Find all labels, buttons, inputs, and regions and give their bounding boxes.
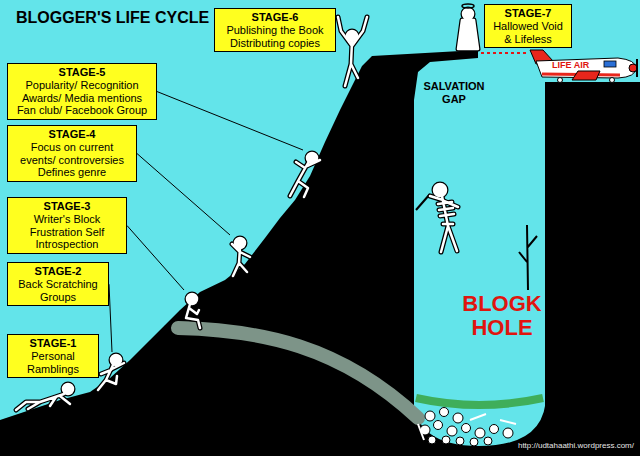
plane-wheel xyxy=(558,78,563,83)
skull xyxy=(453,413,463,423)
stage-box: STAGE-4Focus on current events/ controve… xyxy=(7,125,137,182)
skull xyxy=(425,411,435,421)
right-cliff xyxy=(545,82,640,456)
stage-box: STAGE-5Popularity/ Recognition Awards/ M… xyxy=(7,63,157,120)
stage-heading: STAGE-7 xyxy=(489,7,567,20)
stage-heading: STAGE-5 xyxy=(12,66,152,79)
stage-heading: STAGE-1 xyxy=(12,337,94,350)
leader-line xyxy=(157,92,303,150)
stage-box: STAGE-6Publishing the Book Distributing … xyxy=(214,8,336,52)
skull-pile xyxy=(418,408,516,447)
skull xyxy=(462,424,471,433)
skull xyxy=(484,437,492,445)
plane-label: LIFE AIR xyxy=(552,60,589,70)
stage-description: Hallowed Void & Lifeless xyxy=(489,20,567,45)
stage-description: Focus on current events/ controversies D… xyxy=(12,141,132,179)
skull xyxy=(503,428,513,438)
plane-nose xyxy=(629,64,637,72)
leader-line xyxy=(137,154,230,235)
life-air-plane xyxy=(530,50,637,83)
dead-branch xyxy=(519,225,537,290)
tunnel xyxy=(178,328,418,418)
stage-description: Writer's Block Frustration Self Introspe… xyxy=(12,213,122,251)
skull xyxy=(434,421,443,430)
plane-wheel xyxy=(610,78,615,83)
salvation-gap-line xyxy=(481,52,528,54)
stage-heading: STAGE-3 xyxy=(12,200,122,213)
watermark: http://udtahaathi.wordpress.com/ xyxy=(518,441,634,451)
skull xyxy=(447,426,457,436)
skull xyxy=(490,425,499,434)
stage-heading: STAGE-2 xyxy=(12,265,104,278)
stage-heading: STAGE-6 xyxy=(219,11,331,24)
diagram-title: BLOGGER'S LIFE CYCLE xyxy=(16,9,209,27)
stage-description: Back Scratching Groups xyxy=(12,278,104,303)
leader-line xyxy=(127,226,184,290)
stage-box: STAGE-1Personal Ramblings xyxy=(7,334,99,378)
gap-label: SALVATION GAP xyxy=(420,80,488,106)
stage-description: Publishing the Book Distributing copies xyxy=(219,24,331,49)
stage-box: STAGE-2Back Scratching Groups xyxy=(7,262,109,306)
stage-description: Personal Ramblings xyxy=(12,350,94,375)
skull xyxy=(456,437,464,445)
stage-box: STAGE-7Hallowed Void & Lifeless xyxy=(484,4,572,48)
skull xyxy=(442,436,450,444)
skull xyxy=(440,408,449,417)
stage-box: STAGE-3Writer's Block Frustration Self I… xyxy=(7,197,127,254)
hole-label: BLOGK HOLE xyxy=(462,292,542,340)
plane-wing xyxy=(572,71,600,80)
skull xyxy=(470,438,478,446)
skull xyxy=(475,428,485,438)
stage-description: Popularity/ Recognition Awards/ Media me… xyxy=(12,79,152,117)
skull xyxy=(428,436,436,444)
stage-heading: STAGE-4 xyxy=(12,128,132,141)
plane-window xyxy=(604,61,616,67)
leader-line xyxy=(109,284,112,352)
halo xyxy=(462,4,474,8)
hole-grass xyxy=(416,398,543,405)
bones xyxy=(418,414,516,440)
propeller xyxy=(636,59,638,77)
